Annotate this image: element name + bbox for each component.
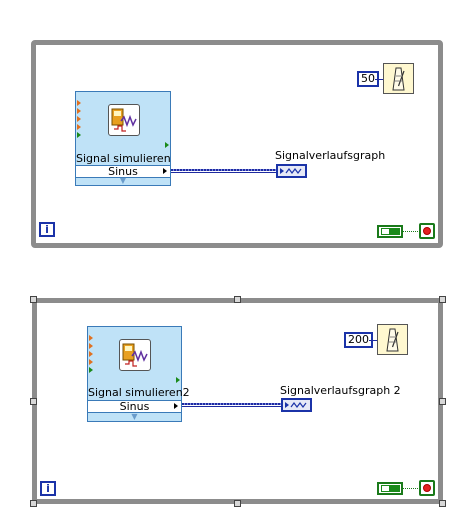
output-arrow-icon bbox=[174, 403, 178, 409]
resize-handle-top-left[interactable] bbox=[30, 296, 37, 303]
false-box-icon bbox=[390, 485, 400, 492]
express-vi-title: Signal simulieren2 bbox=[88, 386, 190, 399]
resize-handle-top-center[interactable] bbox=[234, 296, 241, 303]
resize-handle-bottom-right[interactable] bbox=[439, 500, 446, 507]
output-terminal-marker bbox=[165, 142, 169, 148]
input-terminal-marker bbox=[89, 359, 93, 365]
false-constant-1[interactable] bbox=[377, 225, 403, 238]
signal-generator-icon bbox=[119, 339, 151, 371]
input-terminal-marker bbox=[89, 351, 93, 357]
signal-generator-icon bbox=[108, 104, 140, 136]
wait-ms-constant-1[interactable]: 50 bbox=[357, 71, 379, 87]
waveform-graph-icon bbox=[280, 168, 302, 174]
data-wire-1-lower bbox=[171, 172, 277, 173]
waveform-graph-terminal-2[interactable] bbox=[281, 398, 312, 412]
wait-ms-timer-icon[interactable] bbox=[383, 63, 414, 94]
input-terminal-marker bbox=[77, 132, 81, 138]
wait-ms-timer-icon[interactable] bbox=[377, 324, 408, 355]
graph-terminal-label: Signalverlaufsgraph 2 bbox=[280, 384, 401, 397]
resize-handle-middle-left[interactable] bbox=[30, 398, 37, 405]
output-terminal-marker bbox=[176, 377, 180, 383]
output-arrow-icon bbox=[163, 168, 167, 174]
wait-wire-1 bbox=[375, 79, 384, 80]
resize-handle-bottom-center[interactable] bbox=[234, 500, 241, 507]
false-box-icon bbox=[390, 228, 400, 235]
input-terminal-marker bbox=[77, 108, 81, 114]
input-terminal-marker bbox=[89, 367, 93, 373]
waveform-graph-terminal-1[interactable] bbox=[276, 164, 307, 178]
iteration-terminal-2[interactable]: i bbox=[40, 481, 56, 496]
expand-chevron-icon[interactable]: ▼ bbox=[131, 412, 138, 421]
express-vi-title: Signal simulieren bbox=[76, 152, 171, 165]
true-box-icon bbox=[381, 485, 390, 492]
data-wire-2[interactable] bbox=[182, 403, 282, 405]
resize-handle-bottom-left[interactable] bbox=[30, 500, 37, 507]
waveform-graph-icon bbox=[285, 402, 307, 408]
resize-handle-top-right[interactable] bbox=[439, 296, 446, 303]
stop-button-icon bbox=[423, 227, 431, 235]
data-wire-2-lower bbox=[182, 406, 282, 407]
wait-wire-2 bbox=[369, 340, 378, 341]
signal-type-selector[interactable]: Sinus bbox=[76, 165, 170, 178]
signal-type-value: Sinus bbox=[108, 165, 138, 178]
while-loop-1[interactable] bbox=[31, 40, 443, 248]
resize-handle-middle-right[interactable] bbox=[439, 398, 446, 405]
input-terminal-marker bbox=[89, 335, 93, 341]
false-constant-2[interactable] bbox=[377, 482, 403, 495]
express-vi-signal-simulieren-1[interactable]: Signal simulieren Sinus ▼ bbox=[75, 91, 171, 186]
signal-type-value: Sinus bbox=[119, 400, 150, 413]
expand-chevron-icon[interactable]: ▼ bbox=[119, 176, 127, 185]
signal-type-selector[interactable]: Sinus bbox=[88, 400, 181, 413]
boolean-wire-1 bbox=[403, 231, 420, 233]
input-terminal-marker bbox=[77, 116, 81, 122]
input-terminal-marker bbox=[89, 343, 93, 349]
boolean-wire-2 bbox=[403, 488, 420, 490]
iteration-terminal-1[interactable]: i bbox=[39, 222, 55, 237]
true-box-icon bbox=[381, 228, 390, 235]
input-terminal-marker bbox=[77, 124, 81, 130]
input-terminal-marker bbox=[77, 100, 81, 106]
stop-condition-terminal-1[interactable] bbox=[419, 223, 435, 239]
graph-terminal-label: Signalverlaufsgraph bbox=[275, 149, 386, 162]
stop-button-icon bbox=[423, 484, 431, 492]
stop-condition-terminal-2[interactable] bbox=[419, 480, 435, 496]
express-vi-signal-simulieren-2[interactable]: Signal simulieren2 Sinus ▼ bbox=[87, 326, 190, 422]
data-wire-1[interactable] bbox=[171, 169, 277, 171]
